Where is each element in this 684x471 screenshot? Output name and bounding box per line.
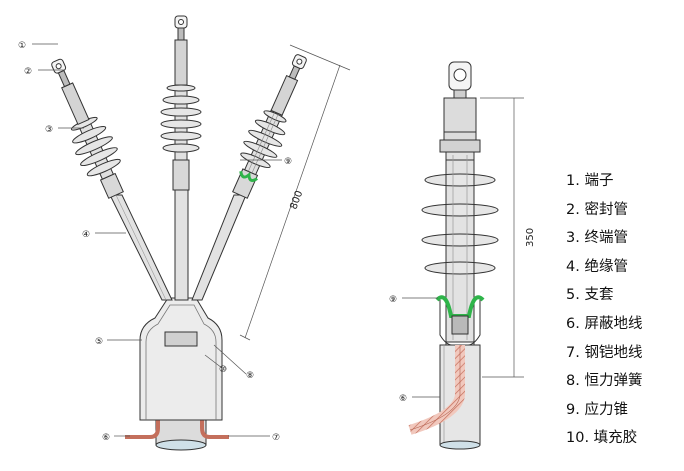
- legend-item-armour-ground: 7. 钢铠地线: [566, 344, 643, 361]
- legend-item-termination-tube: 3. 终端管: [566, 230, 628, 247]
- stress-cone-left: [239, 170, 259, 183]
- callout-9: ⑨: [284, 157, 292, 167]
- dimension-350-label: 350: [525, 228, 536, 247]
- right-insulator: [232, 54, 307, 199]
- right-callout-6: ⑥: [399, 394, 407, 404]
- left-callout-labels: ① ② ③ ④ ⑤ ⑥ ⑦ ⑧ ⑨ ⑩: [18, 41, 292, 443]
- legend: 1. 端子 2. 密封管 3. 终端管 4. 绝缘管 5. 支套 6. 屏蔽地线…: [566, 167, 681, 453]
- right-core-tube: [191, 194, 247, 301]
- right-callout-9: ⑨: [389, 295, 397, 305]
- callout-3: ③: [45, 125, 53, 135]
- legend-item-spring: 8. 恒力弹簧: [566, 373, 643, 390]
- center-core-tube: [174, 189, 189, 301]
- callout-6: ⑥: [102, 433, 110, 443]
- callout-7: ⑦: [272, 433, 280, 443]
- legend-item-stress-cone: 9. 应力锥: [566, 401, 628, 418]
- legend-item-shield-ground: 6. 屏蔽地线: [566, 315, 643, 332]
- dimension-800-label: 800: [288, 189, 305, 211]
- legend-item-terminal: 1. 端子: [566, 173, 614, 189]
- callout-5: ⑤: [95, 337, 103, 347]
- callout-2: ②: [24, 67, 32, 77]
- left-insulator: [51, 58, 124, 199]
- legend-item-insulation-tube: 4. 绝缘管: [566, 258, 628, 275]
- legend-item-support-sleeve: 5. 支套: [566, 287, 614, 304]
- left-termination: [51, 15, 351, 451]
- shield-ground-wire: [125, 345, 160, 439]
- callout-4: ④: [82, 230, 90, 240]
- left-callouts: [32, 43, 282, 437]
- callout-10: ⑩: [219, 365, 227, 375]
- right-callouts: [402, 297, 440, 398]
- legend-item-sealing-tube: 2. 密封管: [566, 201, 628, 218]
- dimension-350: [480, 97, 524, 378]
- callout-8: ⑧: [246, 371, 254, 381]
- armour-ground-wire: [200, 345, 229, 439]
- center-insulator: [160, 15, 202, 191]
- right-termination: [408, 61, 499, 450]
- callout-1: ①: [18, 41, 26, 51]
- sealing-tube: [443, 97, 477, 141]
- legend-item-filler: 10. 填充胶: [566, 430, 638, 447]
